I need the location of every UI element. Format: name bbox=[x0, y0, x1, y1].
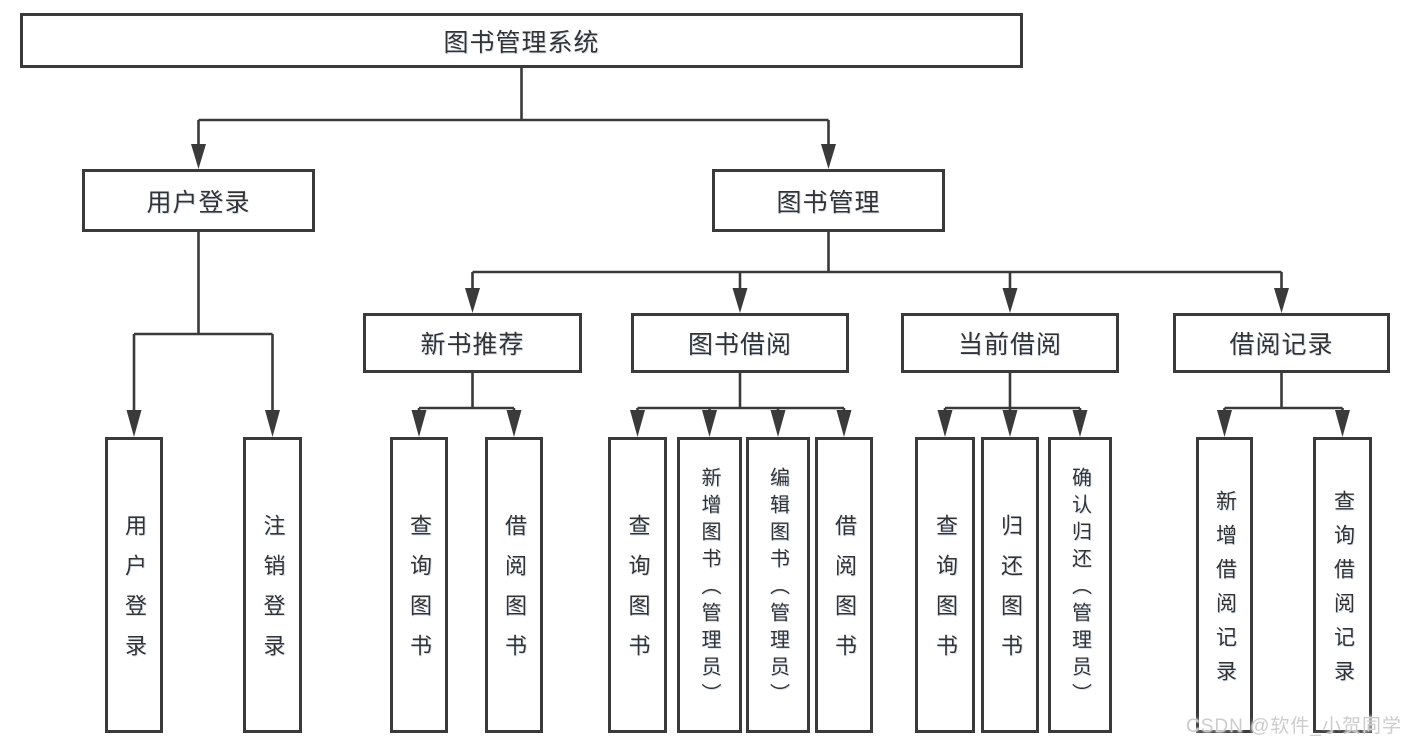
leaf-query-borrow-record: 查询借阅记录 bbox=[1313, 437, 1372, 733]
node-current-borrow-label: 当前借阅 bbox=[957, 331, 1062, 359]
leaf-query-books-borrow: 查询图书 bbox=[608, 437, 667, 733]
leaf-query-books-recommend: 查询图书 bbox=[390, 437, 448, 733]
leaf-add-books-admin: 新增图书（管理员） bbox=[677, 437, 742, 733]
connector-new-book-children bbox=[411, 373, 522, 437]
node-current-borrow: 当前借阅 bbox=[901, 313, 1119, 373]
leaf-user-login-label: 用户登录 bbox=[122, 514, 147, 674]
node-user-login-label: 用户登录 bbox=[146, 188, 251, 217]
node-borrow-records: 借阅记录 bbox=[1173, 313, 1390, 373]
leaf-query-books-borrow-label: 查询图书 bbox=[625, 514, 651, 674]
leaf-borrow-books-recommend: 借阅图书 bbox=[485, 437, 543, 733]
leaf-user-login: 用户登录 bbox=[105, 437, 163, 733]
leaf-borrow-books: 借阅图书 bbox=[815, 437, 873, 733]
node-new-book-recommend-label: 新书推荐 bbox=[420, 331, 525, 359]
leaf-query-books-recommend-label: 查询图书 bbox=[407, 514, 432, 674]
watermark: CSDN @软件_小贺同学 bbox=[1186, 716, 1402, 737]
leaf-add-books-admin-label: 新增图书（管理员） bbox=[698, 467, 720, 710]
connector-book-management-to-level3 bbox=[465, 232, 1289, 313]
leaf-add-borrow-record: 新增借阅记录 bbox=[1196, 437, 1253, 733]
leaf-query-borrow-record-label: 查询借阅记录 bbox=[1331, 489, 1355, 694]
leaf-edit-books-admin: 编辑图书（管理员） bbox=[746, 437, 810, 733]
node-book-borrow-label: 图书借阅 bbox=[687, 331, 792, 359]
leaf-borrow-books-recommend-label: 借阅图书 bbox=[502, 514, 527, 674]
node-root-label: 图书管理系统 bbox=[443, 28, 600, 57]
node-book-management: 图书管理 bbox=[712, 169, 945, 232]
node-new-book-recommend: 新书推荐 bbox=[363, 313, 582, 373]
leaf-add-borrow-record-label: 新增借阅记录 bbox=[1213, 489, 1237, 694]
node-user-login: 用户登录 bbox=[82, 169, 315, 232]
connector-borrow-record-children bbox=[1217, 373, 1350, 437]
connector-book-borrow-children bbox=[630, 373, 852, 437]
connector-root-to-level2 bbox=[191, 68, 836, 169]
leaf-query-books-current-label: 查询图书 bbox=[933, 514, 958, 674]
leaf-logout-label: 注销登录 bbox=[260, 514, 286, 674]
node-borrow-records-label: 借阅记录 bbox=[1229, 331, 1334, 359]
leaf-return-books: 归还图书 bbox=[981, 437, 1039, 733]
leaf-query-books-current: 查询图书 bbox=[915, 437, 975, 733]
node-book-management-label: 图书管理 bbox=[776, 188, 881, 217]
leaf-return-books-label: 归还图书 bbox=[998, 514, 1023, 674]
leaf-borrow-books-label: 借阅图书 bbox=[832, 514, 857, 674]
connector-user-login-children bbox=[126, 232, 280, 437]
leaf-logout: 注销登录 bbox=[243, 437, 302, 733]
node-root: 图书管理系统 bbox=[20, 13, 1023, 68]
leaf-edit-books-admin-label: 编辑图书（管理员） bbox=[766, 467, 789, 710]
leaf-confirm-return-admin-label: 确认归还（管理员） bbox=[1068, 467, 1091, 710]
leaf-confirm-return-admin: 确认归还（管理员） bbox=[1048, 437, 1112, 733]
node-book-borrow: 图书借阅 bbox=[631, 313, 849, 373]
connector-current-borrow-children bbox=[937, 373, 1088, 437]
